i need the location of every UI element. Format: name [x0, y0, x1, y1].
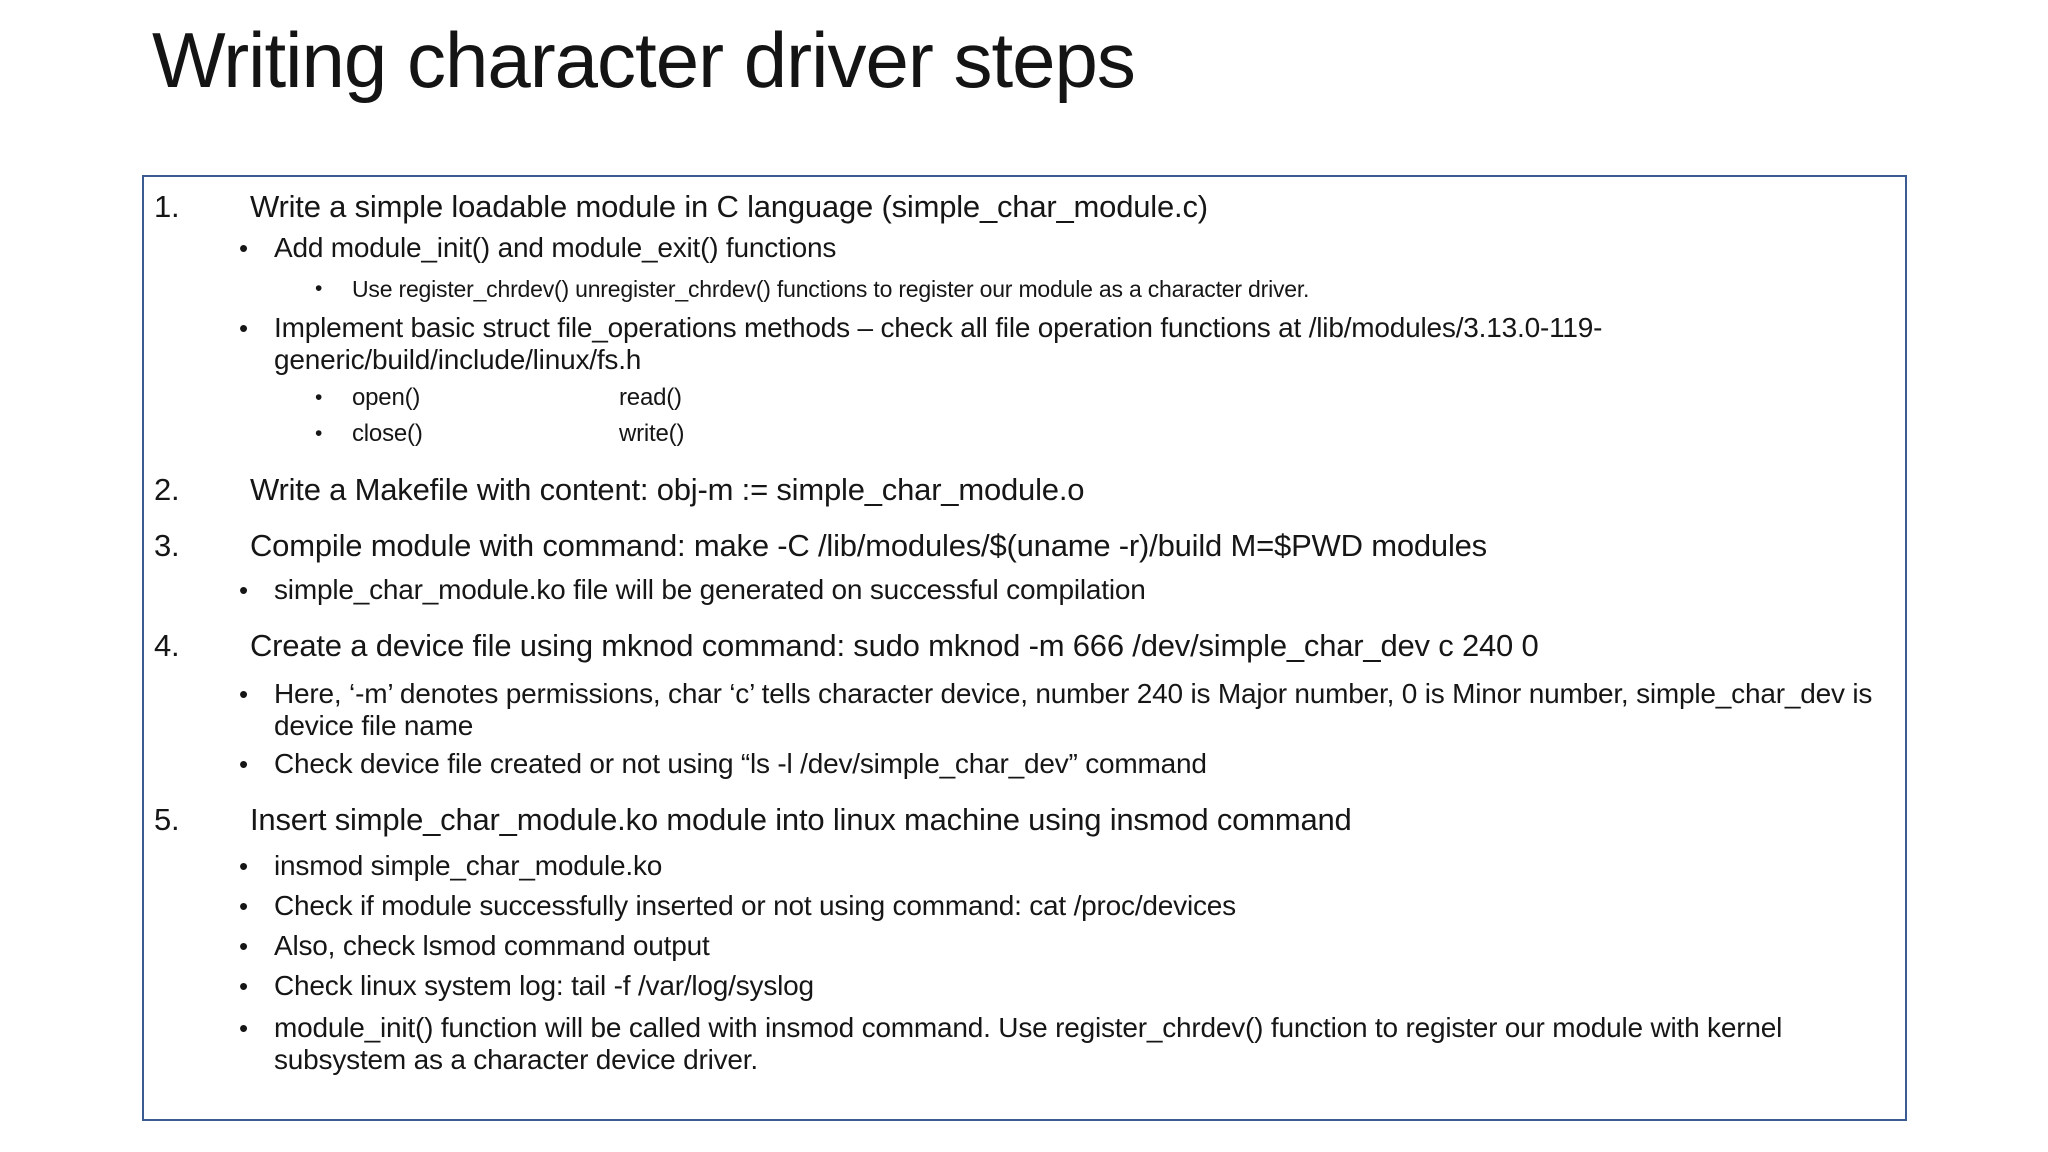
step-item-1: 1. Write a simple loadable module in C l…: [144, 187, 1905, 227]
bullet-icon: •: [315, 386, 323, 409]
bullet-item: • Also, check lsmod command output: [144, 930, 1905, 962]
bullet-item: • Check device file created or not using…: [144, 748, 1905, 780]
sub-bullet-text: Use register_chrdev() unregister_chrdev(…: [352, 276, 1310, 302]
step-text: Compile module with command: make -C /li…: [250, 528, 1487, 563]
bullet-item: • Check if module successfully inserted …: [144, 890, 1905, 922]
bullet-icon: •: [315, 422, 323, 445]
bullet-icon: •: [239, 679, 248, 709]
step-text: Create a device file using mknod command…: [250, 628, 1539, 663]
bullet-text: Implement basic struct file_operations m…: [274, 312, 1603, 375]
method-name: open(): [352, 384, 421, 411]
bullet-text: Check linux system log: tail -f /var/log…: [274, 970, 814, 1001]
step-text: Insert simple_char_module.ko module into…: [250, 802, 1352, 837]
bullet-item: • simple_char_module.ko file will be gen…: [144, 574, 1905, 606]
bullet-text: Here, ‘-m’ denotes permissions, char ‘c’…: [274, 678, 1873, 741]
bullet-icon: •: [239, 749, 248, 779]
bullet-text: module_init() function will be called wi…: [274, 1012, 1783, 1075]
bullet-item: • Implement basic struct file_operations…: [144, 312, 1905, 376]
step-number: 2.: [154, 472, 180, 507]
step-number: 5.: [154, 802, 180, 837]
step-item-5: 5. Insert simple_char_module.ko module i…: [144, 800, 1905, 840]
method-name: write(): [619, 420, 685, 447]
bullet-item: • Check linux system log: tail -f /var/l…: [144, 970, 1905, 1002]
bullet-item: • Here, ‘-m’ denotes permissions, char ‘…: [144, 678, 1905, 742]
step-item-2: 2. Write a Makefile with content: obj-m …: [144, 470, 1905, 510]
bullet-text: Also, check lsmod command output: [274, 930, 710, 961]
step-number: 4.: [154, 628, 180, 663]
bullet-text: insmod simple_char_module.ko: [274, 850, 663, 881]
bullet-item: • insmod simple_char_module.ko: [144, 850, 1905, 882]
bullet-text: Check device file created or not using “…: [274, 748, 1207, 779]
bullet-icon: •: [239, 1013, 248, 1043]
step-item-4: 4. Create a device file using mknod comm…: [144, 626, 1905, 666]
sub-bullet-item: • Use register_chrdev() unregister_chrde…: [144, 276, 1905, 302]
method-name: close(): [352, 420, 423, 447]
bullet-icon: •: [239, 575, 248, 605]
bullet-text: Add module_init() and module_exit() func…: [274, 232, 837, 263]
step-number: 3.: [154, 528, 180, 563]
bullet-item: • Add module_init() and module_exit() fu…: [144, 232, 1905, 264]
bullet-item: • module_init() function will be called …: [144, 1012, 1905, 1076]
bullet-icon: •: [239, 233, 248, 263]
step-item-3: 3. Compile module with command: make -C …: [144, 526, 1905, 566]
step-text: Write a Makefile with content: obj-m := …: [250, 472, 1085, 507]
page-title: Writing character driver steps: [152, 16, 1136, 104]
bullet-text: simple_char_module.ko file will be gener…: [274, 574, 1146, 605]
bullet-icon: •: [239, 931, 248, 961]
content-box: 1. Write a simple loadable module in C l…: [142, 175, 1907, 1121]
bullet-icon: •: [239, 971, 248, 1001]
sub-bullet-item-columns: • close() write(): [144, 420, 1905, 448]
bullet-icon: •: [239, 891, 248, 921]
bullet-icon: •: [239, 851, 248, 881]
bullet-text: Check if module successfully inserted or…: [274, 890, 1236, 921]
sub-bullet-item-columns: • open() read(): [144, 384, 1905, 412]
step-number: 1.: [154, 189, 180, 224]
step-text: Write a simple loadable module in C lang…: [250, 189, 1208, 224]
bullet-icon: •: [239, 313, 248, 343]
bullet-icon: •: [315, 277, 323, 300]
method-name: read(): [619, 384, 682, 411]
